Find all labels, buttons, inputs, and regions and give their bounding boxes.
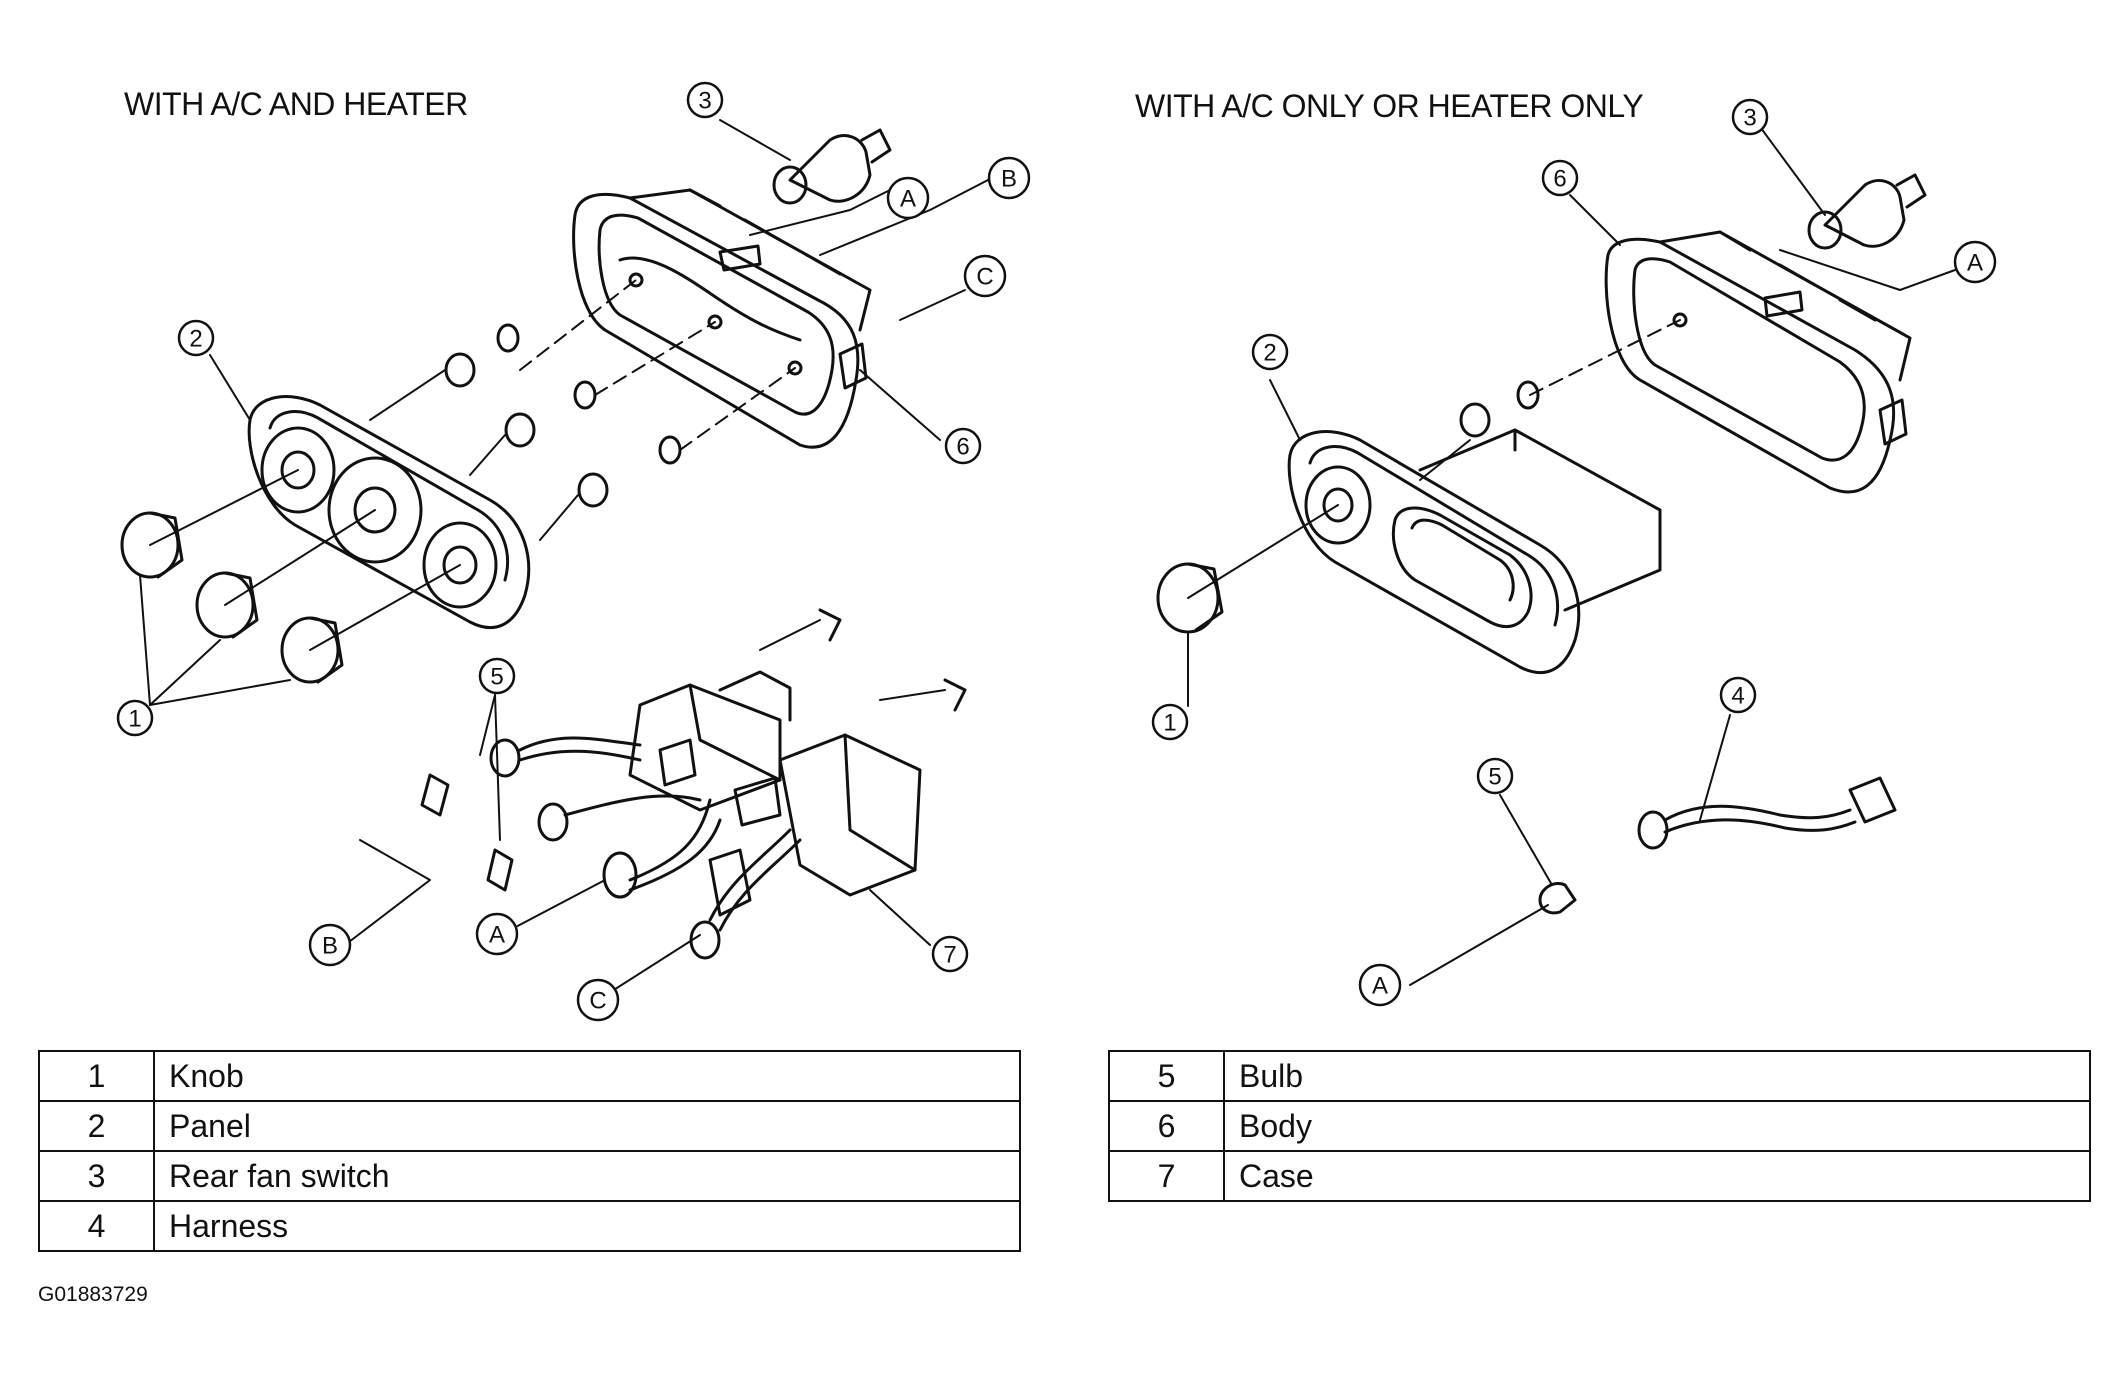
right-case-box bbox=[1418, 428, 1662, 612]
right-bulb bbox=[1538, 882, 1577, 915]
left-body bbox=[572, 188, 872, 449]
legend-number: 7 bbox=[1108, 1150, 1225, 1202]
callout-r-2: 2 bbox=[1263, 340, 1276, 367]
callout-7: 7 bbox=[943, 942, 956, 969]
callout-r-1: 1 bbox=[1163, 710, 1176, 737]
left-rear-fan-switch bbox=[772, 128, 892, 205]
left-panel bbox=[247, 395, 531, 630]
legend-number: 5 bbox=[1108, 1050, 1225, 1102]
callout-b: B bbox=[1001, 166, 1017, 193]
callout-r-5: 5 bbox=[1488, 764, 1501, 791]
legend-number: 1 bbox=[38, 1050, 155, 1102]
right-harness bbox=[1637, 776, 1897, 850]
legend-number: 6 bbox=[1108, 1100, 1225, 1152]
legend-part-name: Panel bbox=[153, 1100, 1021, 1152]
legend-part-name: Bulb bbox=[1223, 1050, 2091, 1102]
right-body bbox=[1604, 230, 1912, 494]
callout-3: 3 bbox=[698, 88, 711, 115]
legend-number: 4 bbox=[38, 1200, 155, 1252]
callout-5: 5 bbox=[490, 664, 503, 691]
callout-2: 2 bbox=[189, 326, 202, 353]
legend-part-name: Harness bbox=[153, 1200, 1021, 1252]
right-diagram-title: WITH A/C ONLY OR HEATER ONLY bbox=[1135, 88, 1644, 124]
callout-1: 1 bbox=[128, 706, 141, 733]
callout-a: A bbox=[900, 186, 916, 213]
legend-number: 2 bbox=[38, 1100, 155, 1152]
right-rear-fan-switch bbox=[1807, 173, 1927, 250]
parts-legend-left: 1 Knob 2 Panel 3 Rear fan switch 4 Harne… bbox=[38, 1050, 1021, 1252]
legend-row: 7 Case bbox=[1108, 1150, 2091, 1202]
legend-row: 6 Body bbox=[1108, 1100, 2091, 1152]
callout-b-lower: B bbox=[322, 933, 338, 960]
callout-6: 6 bbox=[956, 434, 969, 461]
legend-row: 5 Bulb bbox=[1108, 1050, 2091, 1102]
callout-c-lower: C bbox=[589, 988, 606, 1015]
right-knob bbox=[1156, 562, 1224, 634]
left-knobs bbox=[120, 511, 344, 684]
legend-row: 1 Knob bbox=[38, 1050, 1021, 1102]
right-nut-and-washer bbox=[1459, 380, 1540, 438]
legend-part-name: Rear fan switch bbox=[153, 1150, 1021, 1202]
callout-r-a-lower: A bbox=[1372, 973, 1388, 1000]
callout-r-6: 6 bbox=[1553, 166, 1566, 193]
left-leader-lines bbox=[139, 119, 989, 1001]
left-diagram-title: WITH A/C AND HEATER bbox=[124, 86, 468, 122]
legend-row: 2 Panel bbox=[38, 1100, 1021, 1152]
parts-legend-right: 5 Bulb 6 Body 7 Case bbox=[1108, 1050, 2091, 1202]
legend-part-name: Knob bbox=[153, 1050, 1021, 1102]
legend-row: 3 Rear fan switch bbox=[38, 1150, 1021, 1202]
figure-id: G01883729 bbox=[38, 1283, 148, 1306]
right-leader-lines bbox=[1187, 119, 1956, 986]
callout-r-4: 4 bbox=[1731, 683, 1744, 710]
legend-part-name: Case bbox=[1223, 1150, 2091, 1202]
legend-part-name: Body bbox=[1223, 1100, 2091, 1152]
legend-number: 3 bbox=[38, 1150, 155, 1202]
left-harness bbox=[420, 608, 967, 960]
callout-r-3: 3 bbox=[1743, 105, 1756, 132]
right-panel bbox=[1287, 430, 1581, 675]
left-case bbox=[628, 670, 922, 917]
callout-a-lower: A bbox=[489, 922, 505, 949]
callout-r-a: A bbox=[1967, 250, 1983, 277]
legend-row: 4 Harness bbox=[38, 1200, 1021, 1252]
callout-c: C bbox=[976, 264, 993, 291]
